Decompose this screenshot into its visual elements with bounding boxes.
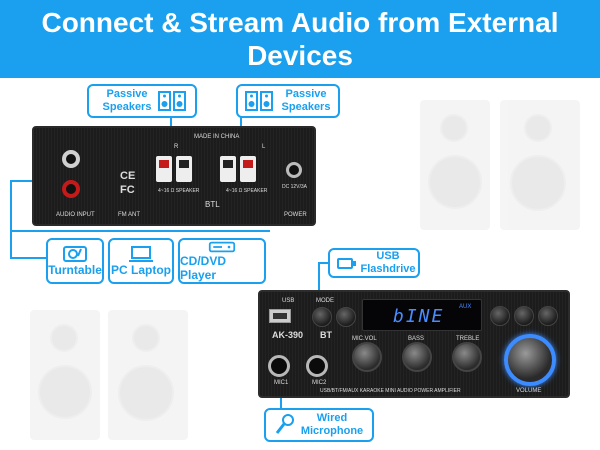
usb-label: USB [282, 298, 295, 304]
callout-turntable: Turntable [46, 238, 104, 284]
power-label: POWER [284, 212, 307, 218]
laptop-icon [129, 246, 153, 262]
callout-label: Turntable [48, 263, 102, 277]
callout-line1: Passive [285, 88, 327, 100]
callout-line2: Speakers [281, 101, 331, 113]
usb-port[interactable] [269, 309, 291, 323]
display-readout: bINE [393, 306, 445, 327]
callout-line1: Passive [106, 88, 148, 100]
rca-input-red [62, 180, 80, 198]
callout-passive-speakers-right: Passive Speakers [236, 84, 340, 118]
speaker-terminal-r-minus [176, 156, 192, 182]
treble-label: TREBLE [456, 336, 480, 342]
woofer-icon [428, 155, 482, 209]
speaker-image-top-left [420, 100, 490, 230]
r-label: R [174, 144, 179, 150]
callout-label: PC Laptop [111, 263, 171, 277]
speaker-pair-icon [245, 91, 273, 111]
previous-button[interactable] [514, 306, 534, 326]
connector-line [318, 262, 320, 300]
mic1-jack[interactable] [268, 355, 290, 377]
repeat-button[interactable] [336, 307, 356, 327]
connector-line [318, 262, 328, 264]
woofer-icon [510, 155, 566, 211]
fm-ant-label: FM ANT [118, 212, 140, 218]
cd-player-icon [208, 241, 236, 253]
mic-volume-knob[interactable] [352, 342, 382, 372]
banner-title: Connect & Stream Audio from External Dev… [0, 0, 600, 78]
callout-pc-laptop: PC Laptop [108, 238, 174, 284]
bass-knob[interactable] [402, 342, 432, 372]
led-display: bINE AUX [362, 299, 482, 331]
mic-vol-label: MIC.VOL [352, 336, 377, 342]
bass-label: BASS [408, 336, 425, 342]
callout-line2: Microphone [300, 425, 364, 437]
amp-description: USB/BT/FM/AUX KARAOKE MINI AUDIO POWER A… [320, 388, 461, 394]
callout-label: CD/DVD Player [180, 254, 227, 282]
speaker-image-bottom-left [30, 310, 100, 440]
fc-mark: FC [120, 184, 135, 196]
tweeter-icon [440, 114, 468, 142]
display-mode: AUX [459, 304, 472, 310]
connector-line [10, 257, 46, 259]
connector-line [170, 105, 172, 135]
woofer-icon [38, 365, 92, 419]
volume-knob[interactable] [504, 334, 556, 386]
model-label: AK-390 [272, 330, 304, 340]
dc-rating-label: DC 12V/3A [282, 184, 308, 190]
woofer-icon [118, 365, 174, 421]
mic1-label: MIC1 [274, 380, 289, 386]
bt-label: BT [320, 330, 332, 340]
mic2-jack[interactable] [306, 355, 328, 377]
tweeter-icon [50, 324, 78, 352]
dc-power-jack [286, 162, 302, 178]
ce-mark: CE [120, 170, 136, 182]
treble-knob[interactable] [452, 342, 482, 372]
rca-input-white [62, 150, 80, 168]
mode-button[interactable] [312, 307, 332, 327]
mic2-label: MIC2 [312, 380, 327, 386]
tweeter-icon [132, 324, 160, 352]
speaker-pair-icon [158, 91, 186, 111]
usb-drive-icon [337, 258, 356, 269]
callout-line1: Wired [316, 412, 348, 424]
turntable-icon [63, 246, 87, 262]
connector-line [10, 230, 270, 232]
callout-usb-flashdrive: USB Flashdrive [328, 248, 420, 278]
made-in-label: MADE IN CHINA [194, 134, 240, 140]
play-pause-button[interactable] [490, 306, 510, 326]
audio-input-label: AUDIO INPUT [56, 212, 95, 218]
speaker-terminal-l-minus [220, 156, 236, 182]
speaker-impedance-label-right: 4~16 Ω SPEAKER [226, 188, 268, 194]
next-button[interactable] [538, 306, 558, 326]
speaker-image-bottom-right [108, 310, 188, 440]
callout-passive-speakers-left: Passive Speakers [87, 84, 197, 118]
callout-line2: Speakers [102, 101, 152, 113]
mode-label: MODE [316, 298, 334, 304]
connector-line [10, 180, 12, 258]
speaker-terminal-r-plus [156, 156, 172, 182]
speaker-impedance-label-left: 4~16 Ω SPEAKER [158, 188, 200, 194]
microphone-icon [275, 414, 294, 434]
volume-label: VOLUME [516, 388, 542, 394]
connector-line [280, 390, 282, 410]
amplifier-back-panel: AUDIO INPUT CE FC FM ANT MADE IN CHINA R… [32, 126, 316, 226]
speaker-terminal-l-plus [240, 156, 256, 182]
l-label: L [262, 144, 266, 150]
tweeter-icon [524, 114, 552, 142]
callout-cd-dvd-player: CD/DVD Player [178, 238, 266, 284]
connector-line [240, 105, 242, 135]
callout-line2: Flashdrive [360, 263, 416, 275]
speaker-image-top-right [500, 100, 580, 230]
callout-line1: USB [376, 250, 400, 262]
btl-label: BTL [205, 200, 220, 209]
connector-line [10, 180, 48, 182]
callout-wired-microphone: Wired Microphone [264, 408, 374, 442]
